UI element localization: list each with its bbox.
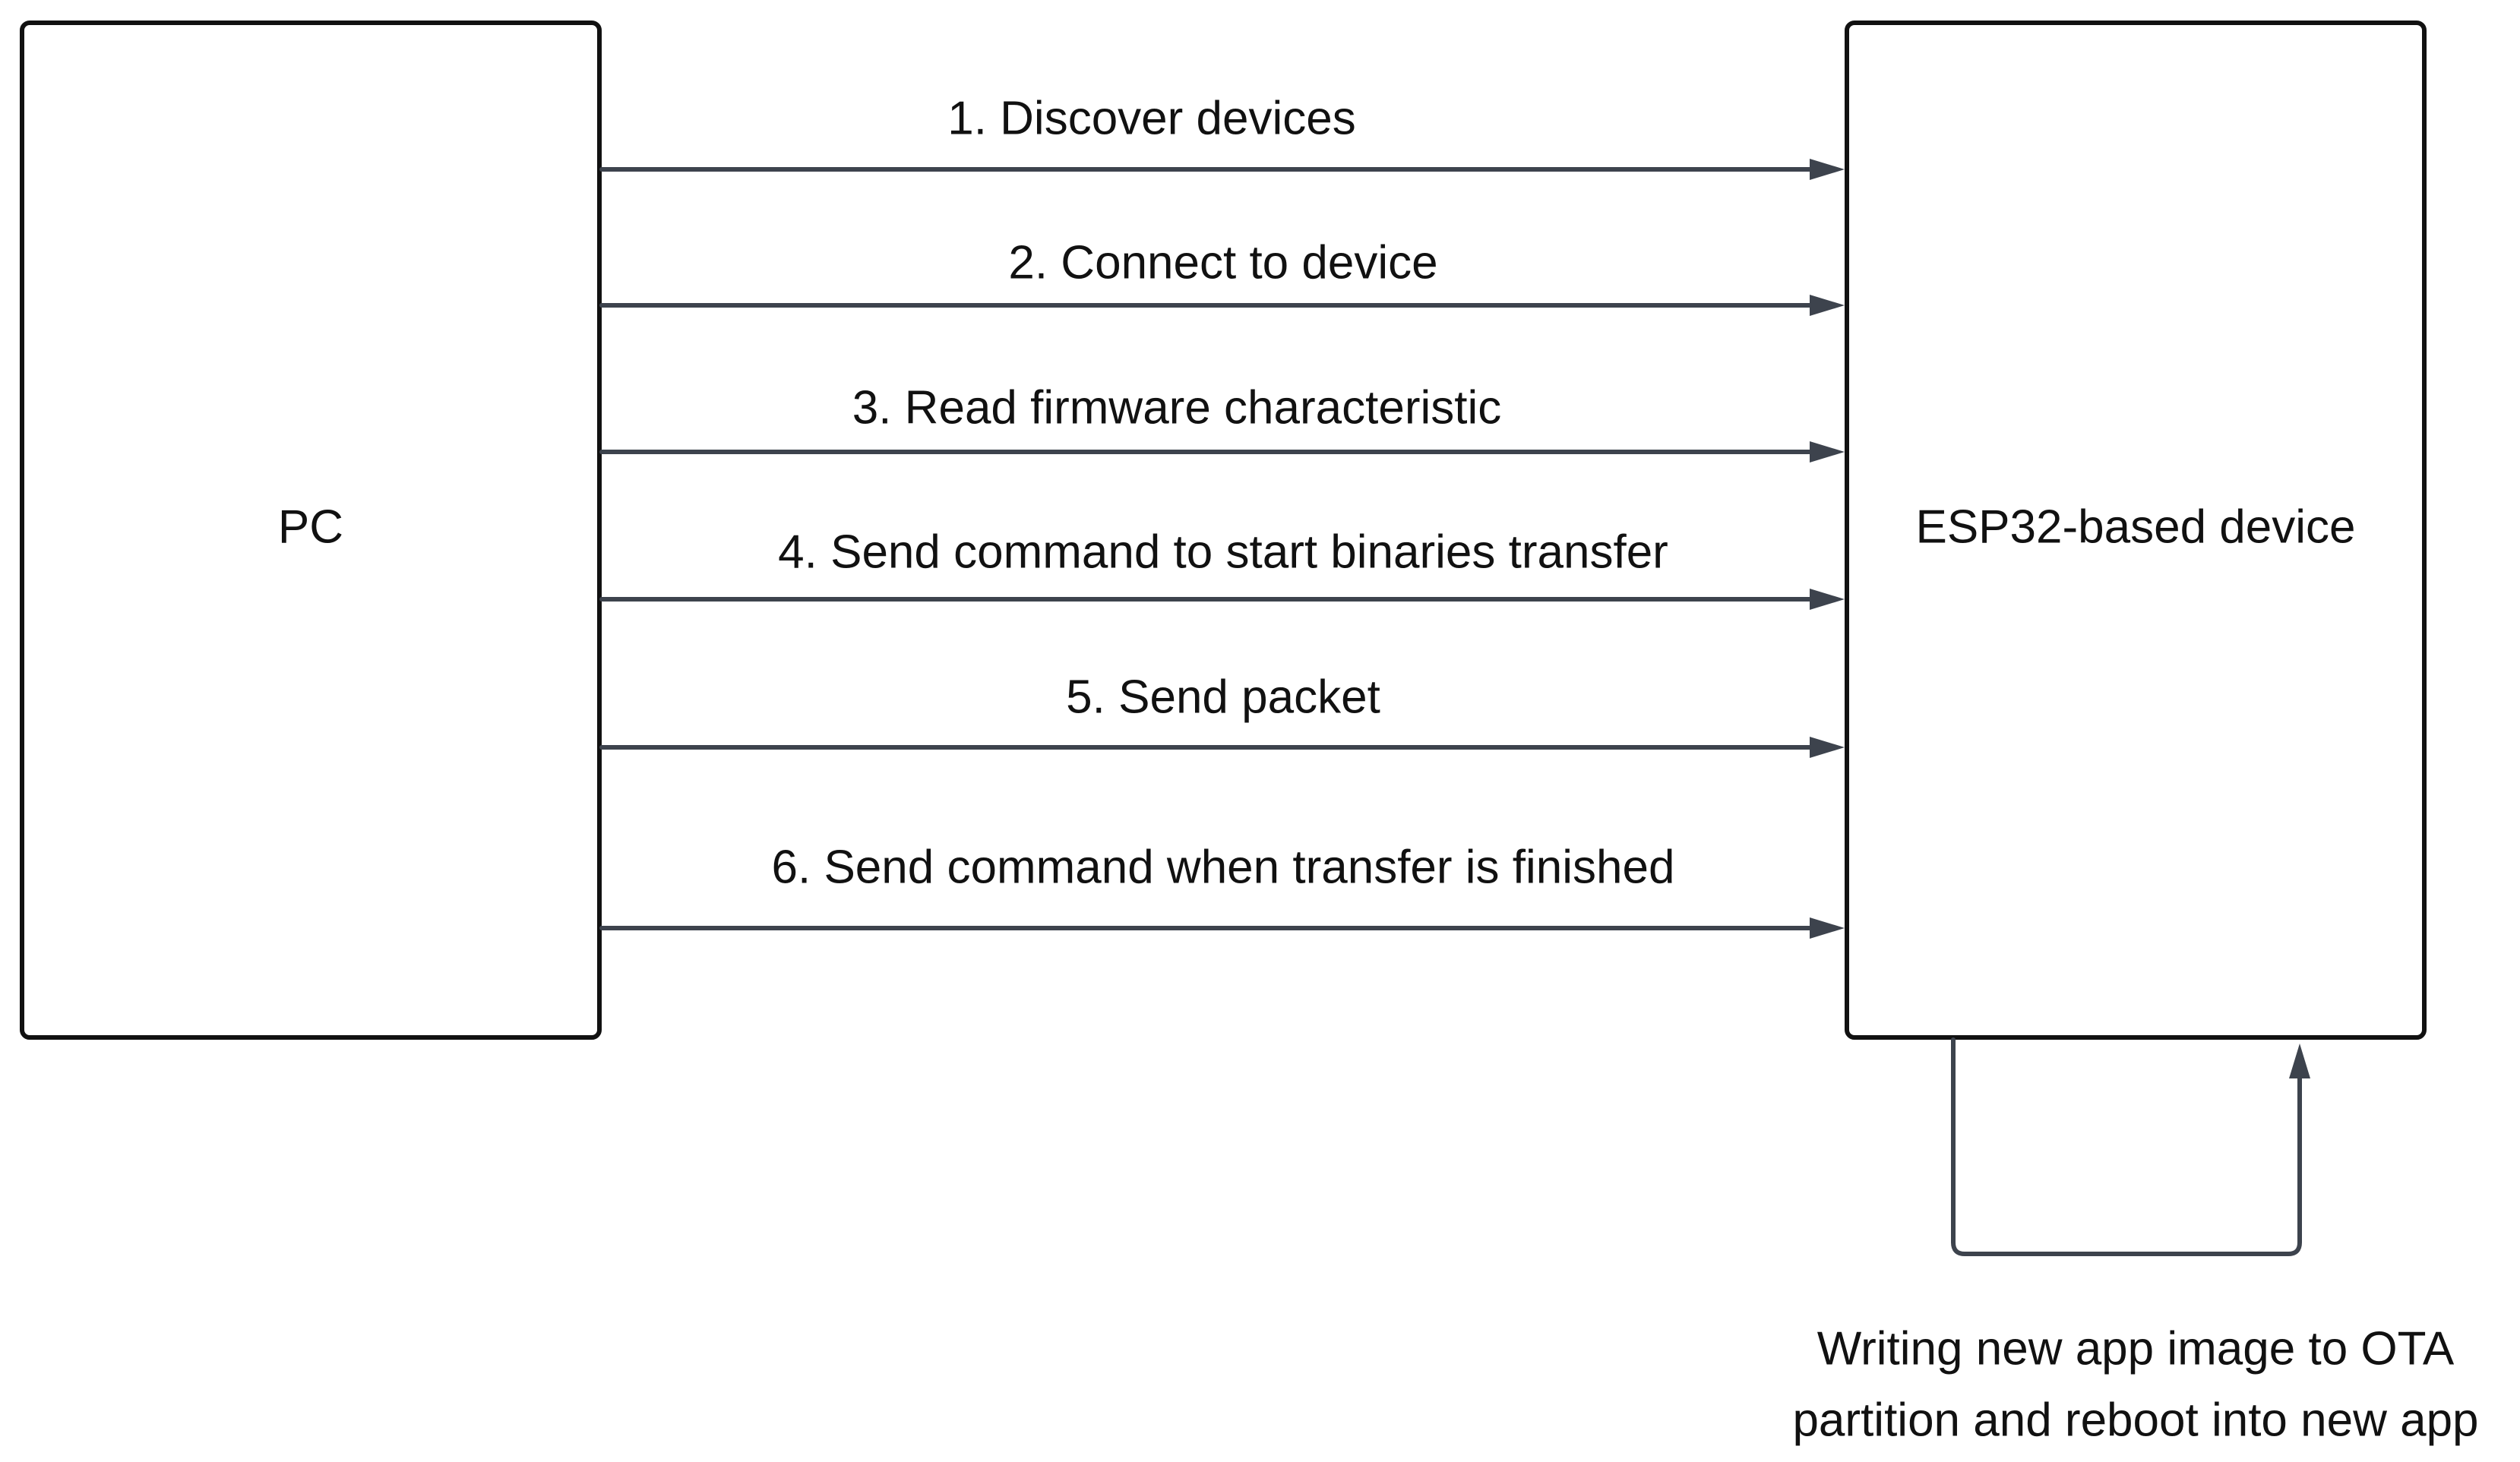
arrow-head — [1810, 295, 1845, 316]
arrow-head — [1810, 441, 1845, 463]
arrow-head — [1810, 589, 1845, 610]
pc-box — [20, 21, 602, 1040]
edge-label: 2. Connect to device — [1008, 236, 1437, 289]
self-loop-label-line-2: partition and reboot into new app — [1792, 1394, 2478, 1446]
arrow-head — [1810, 917, 1845, 939]
edge-start-transfer: 4. Send command to start binaries transf… — [599, 526, 1845, 610]
edge-connect-to-device: 2. Connect to device — [599, 236, 1845, 316]
edge-label: 3. Read firmware characteristic — [852, 381, 1502, 434]
arrow-head — [1810, 737, 1845, 758]
arrow-head — [1810, 159, 1845, 180]
pc-node: PC — [20, 21, 602, 1040]
edge-discover-devices: 1. Discover devices — [599, 92, 1845, 180]
device-box — [1845, 21, 2427, 1040]
self-loop-ota-write: Writing new app image to OTA partition a… — [1792, 1037, 2479, 1446]
edge-send-packet: 5. Send packet — [599, 671, 1845, 758]
self-loop-arrow-head — [2289, 1044, 2310, 1078]
edge-label: 6. Send command when transfer is finishe… — [772, 841, 1675, 893]
pc-label: PC — [278, 500, 343, 553]
edge-transfer-finished: 6. Send command when transfer is finishe… — [599, 841, 1845, 939]
edge-label: 1. Discover devices — [947, 92, 1356, 144]
device-node: ESP32-based device — [1845, 21, 2427, 1040]
edge-label: 5. Send packet — [1066, 671, 1380, 723]
edge-label: 4. Send command to start binaries transf… — [778, 526, 1668, 578]
self-loop-line — [1951, 1037, 2302, 1256]
edge-read-firmware: 3. Read firmware characteristic — [599, 381, 1845, 463]
self-loop-label-line-1: Writing new app image to OTA — [1817, 1322, 2455, 1375]
device-label: ESP32-based device — [1915, 500, 2355, 553]
